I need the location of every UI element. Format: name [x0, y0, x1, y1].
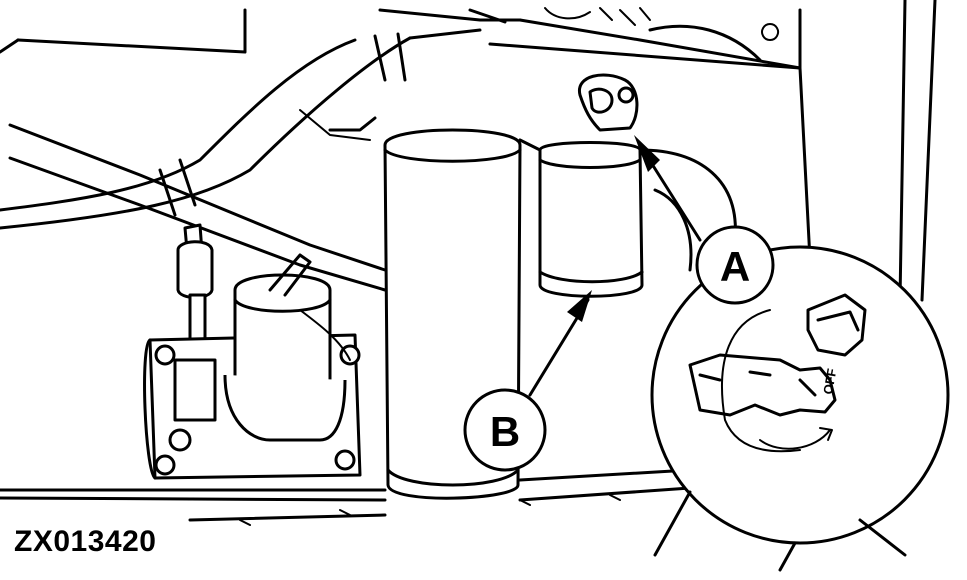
inset-leaders	[653, 490, 907, 572]
detail-inset: OFF	[650, 245, 950, 545]
callout-a: A	[634, 135, 775, 305]
lower-rail	[0, 468, 692, 526]
upper-hose	[0, 28, 482, 230]
fuel-filter-rear	[518, 138, 644, 298]
engine-frame	[0, 0, 937, 302]
fuel-shutoff-valve-icon	[176, 223, 214, 352]
figure-id: ZX013420	[14, 525, 157, 558]
fuel-line	[8, 109, 387, 292]
svg-text:OFF: OFF	[820, 367, 839, 395]
bracket	[578, 73, 737, 272]
callout-b-label: B	[490, 408, 520, 455]
water-separator-icon	[143, 253, 362, 480]
callout-b: B	[463, 290, 592, 472]
callout-a-label: A	[720, 243, 750, 290]
